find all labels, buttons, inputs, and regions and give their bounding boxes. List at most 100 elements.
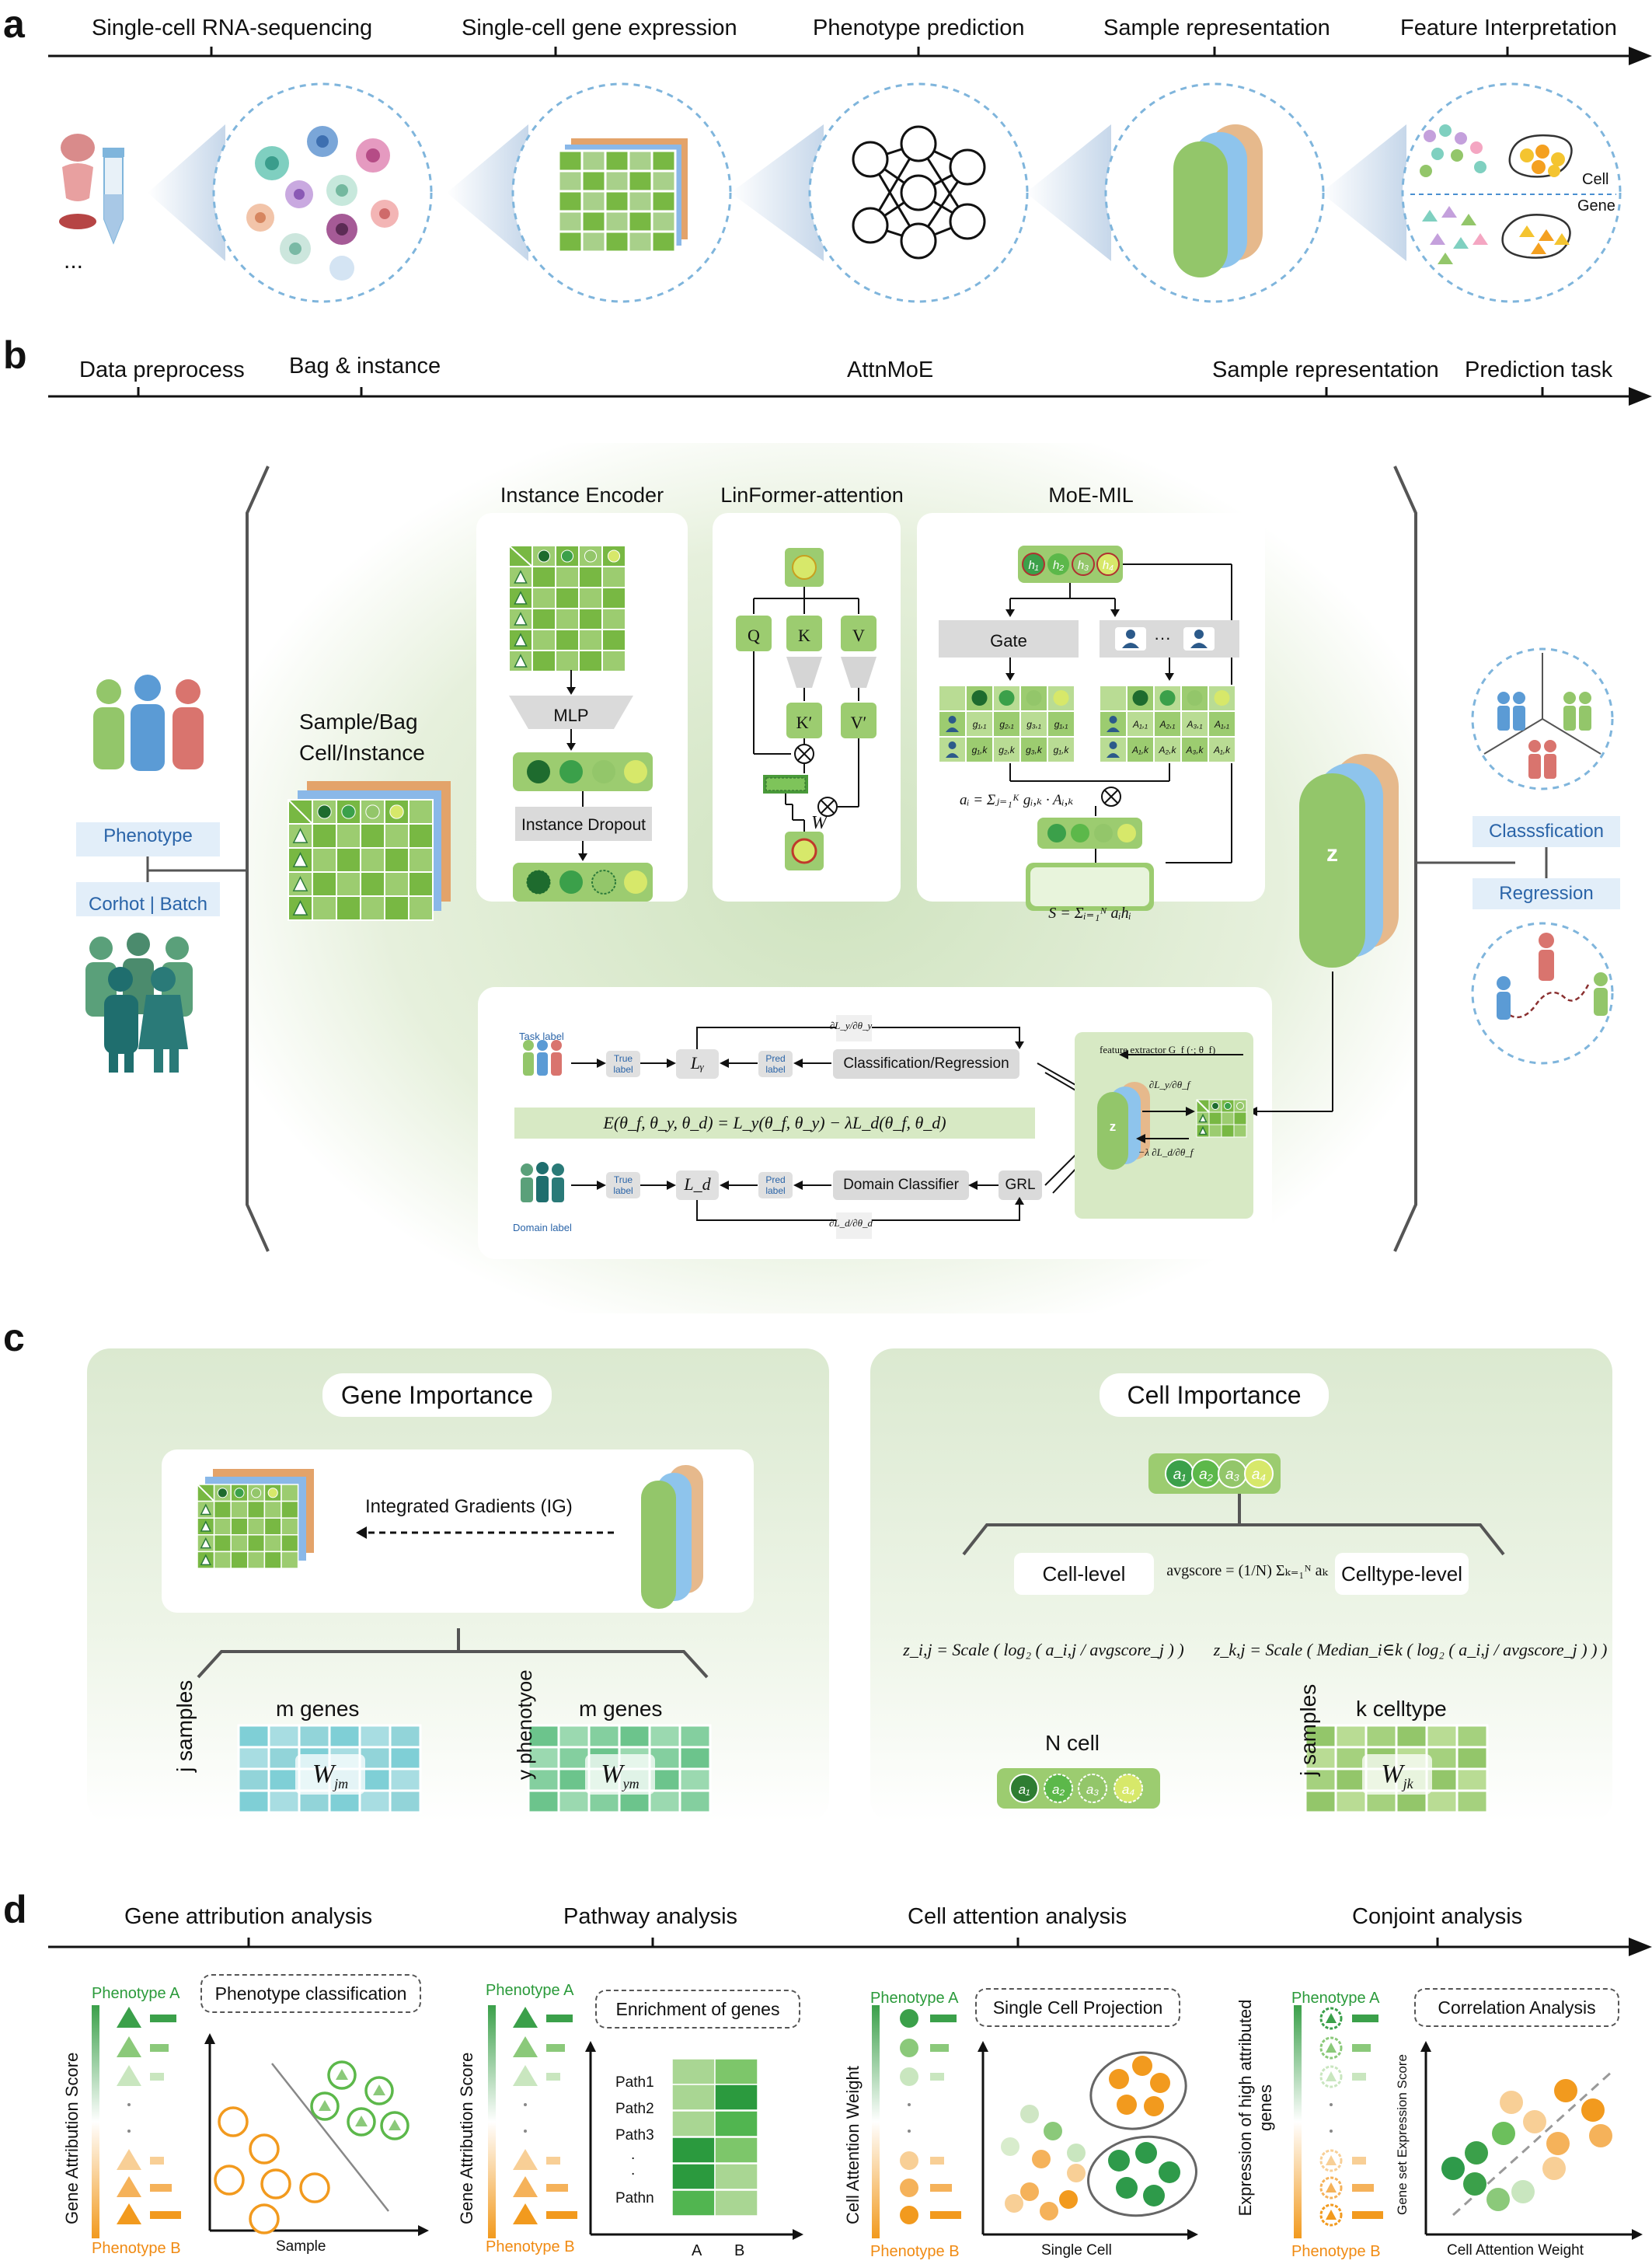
k-label: K [798,626,810,645]
grid-cell [213,1534,232,1553]
table-header-marker [1159,690,1176,706]
step-d-2: Pathway analysis [563,1904,738,1929]
feature-interpretation-icon [1410,124,1616,264]
grid-cell [384,823,410,849]
table-cell [1099,710,1127,738]
domain-label-text: Domain label [513,1222,572,1233]
cell-marker [365,804,380,819]
gene-marker [514,633,528,647]
phenotype-a-4: Phenotype A [1291,1990,1380,2007]
grid-cell [1233,1111,1247,1125]
grid-cell [1455,1767,1489,1792]
z-label-fx: z [1109,1119,1117,1134]
grid-cell [263,1534,282,1553]
table-cell [1047,736,1075,763]
grid-cell [531,608,556,630]
phenotype-b-sample [299,2172,330,2203]
phenotype-b-sample [249,2133,280,2165]
step-b-3: AttnMoE [847,358,934,382]
grid-cell [281,1500,299,1519]
grid-cell [555,650,580,672]
phenotype-b-sample [260,2168,291,2199]
grid-cell [555,587,580,609]
moe-mil-title: MoE-MIL [1048,483,1134,507]
h-label: h₁ [1028,559,1038,572]
grid-cell [578,629,603,651]
correlation-point [1542,2157,1566,2180]
cell-marker [251,1488,262,1498]
grid-cell [358,1724,392,1749]
sample-representation-icon [1173,124,1263,277]
enrichment-box: Enrichment of genes [595,1990,800,2029]
loss-d: L_d [684,1174,711,1194]
score-gradient-bar [488,2005,496,2238]
grid-cell [578,608,603,630]
grid-cell [678,1724,712,1749]
grid-cell [578,566,603,588]
phenotype-b-sample [249,2203,280,2234]
grid-cell [1221,1124,1235,1138]
cell-level-box: Cell-level [1042,1562,1126,1585]
phenotype-b-4: Phenotype B [1291,2243,1381,2260]
n-cell-label: a₄ [1122,1782,1134,1797]
w-jm-box: Wjm [295,1754,365,1795]
step-a-5: Feature Interpretation [1400,16,1617,40]
grid-cell [1425,1724,1459,1749]
linformer-title: LinFormer-attention [720,483,904,507]
x-axis-arrow [793,2229,803,2240]
expression-matrix-icon [557,138,688,253]
gene-marker [1198,1113,1208,1123]
n-cell-label: a₁ [1019,1782,1030,1797]
cell-marker [607,549,621,563]
grid-cell [263,1551,282,1569]
cluster-outline [1089,2051,1187,2130]
grid-cell [555,629,580,651]
cell-marker [389,804,404,819]
w-ym: W [601,1760,623,1788]
expert-body-icon [1107,753,1120,758]
panel-d-graphics [48,1938,1652,2240]
attribution-triangle [513,2203,538,2224]
feature-extractor-label: feature extractor G_f (·; θ_f) [1100,1044,1216,1055]
z-label-b: z [1326,841,1338,867]
table-header-marker [971,690,988,706]
ellipsis-dot [908,2130,911,2133]
scatter-point [1020,2182,1039,2201]
gene-marker [1198,1125,1208,1135]
phenotype-classification-box: Phenotype classification [200,1974,421,2013]
scatter-point [1044,2122,1062,2140]
step-b-5: Prediction task [1465,358,1613,382]
k-prime-label: K′ [796,713,813,732]
table-cell [965,736,994,763]
score-gradient-bar [92,2005,99,2238]
gene-marker [200,1537,212,1549]
ellipsis-dot [127,2130,131,2133]
true-label-bottom: True label [613,1174,633,1196]
w-jm-sub: jm [334,1775,349,1791]
correlation-point [1463,2172,1486,2196]
cell-importance-panel [870,1348,1612,1823]
y-axis-gene-set: Gene set Expression Score [1395,2054,1410,2215]
a-circle-label: a₄ [1252,1467,1266,1483]
grid-cell [1233,1124,1247,1138]
y-axis-expr-high: Expression of high attributed genes [1236,1991,1276,2224]
z-ij-formula: z_i,j = Scale ( log₂ ( a_i,j / avgscore_… [903,1640,1184,1659]
grid-cell [247,1551,266,1569]
cell-label: Cell [1582,171,1609,188]
x-axis-single-cell: Single Cell [1041,2242,1112,2259]
table-value: A₃,₁ [1187,719,1203,730]
domain-classifier-box: Domain Classifier [843,1177,959,1193]
correlation-point [1441,2157,1465,2180]
heatmap-cell [671,2189,716,2217]
heatmap-cell [671,2084,716,2111]
heatmap-cell [714,2110,758,2137]
panel-d-label: d [3,1888,27,1931]
j-samples-2: j samples [1296,1683,1320,1776]
cell-marker [267,1488,278,1498]
score-gradient-bar [1294,2005,1302,2238]
score-bar [930,2184,952,2192]
score-bar [546,2157,560,2165]
expert-body-icon [946,727,959,732]
h-label: h₃ [1078,559,1089,572]
